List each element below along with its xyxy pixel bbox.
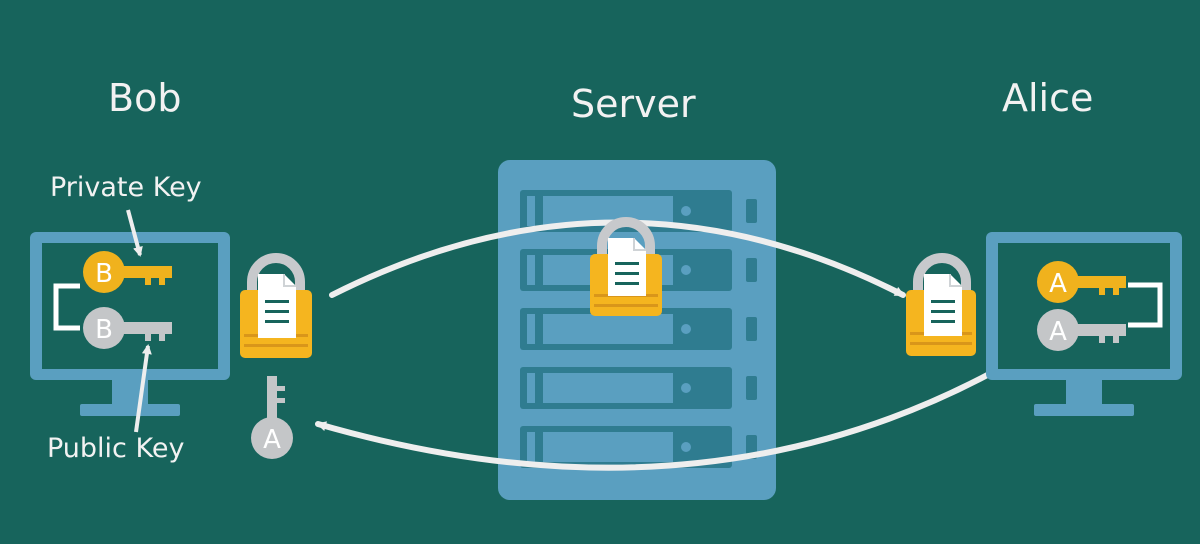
- private-key-label: Private Key: [50, 172, 202, 203]
- bob-private-key-letter: B: [95, 259, 113, 289]
- server-title: Server: [571, 82, 696, 126]
- alice-lock-icon: [906, 253, 976, 356]
- received-public-key-letter: A: [263, 425, 281, 455]
- alice-private-key-icon: A: [1037, 261, 1126, 303]
- public-key-pointer: [134, 344, 152, 433]
- received-public-key-icon: A: [251, 376, 293, 459]
- server-slot-4: [520, 367, 757, 409]
- private-key-pointer: [126, 209, 143, 257]
- server-slot-5: [520, 426, 757, 468]
- bob-key-bracket: [53, 283, 80, 331]
- server-slot-3: [520, 308, 757, 350]
- public-key-label: Public Key: [47, 433, 185, 464]
- bob-public-key-letter: B: [95, 315, 113, 345]
- alice-key-bracket: [1128, 282, 1163, 328]
- alice-public-key-letter: A: [1049, 317, 1067, 347]
- bob-title: Bob: [108, 76, 182, 120]
- server-lock-icon: [590, 217, 662, 316]
- alice-public-key-icon: A: [1037, 309, 1126, 351]
- bob-public-key-icon: B: [83, 307, 172, 349]
- server-rack: [498, 160, 776, 500]
- alice-private-key-letter: A: [1049, 269, 1067, 299]
- alice-monitor: [986, 232, 1182, 416]
- alice-title: Alice: [1002, 76, 1094, 120]
- bob-private-key-icon: B: [83, 251, 172, 293]
- arrow-to-bob: [315, 345, 1038, 471]
- bob-lock-icon: [240, 253, 312, 358]
- bob-monitor: [30, 232, 230, 416]
